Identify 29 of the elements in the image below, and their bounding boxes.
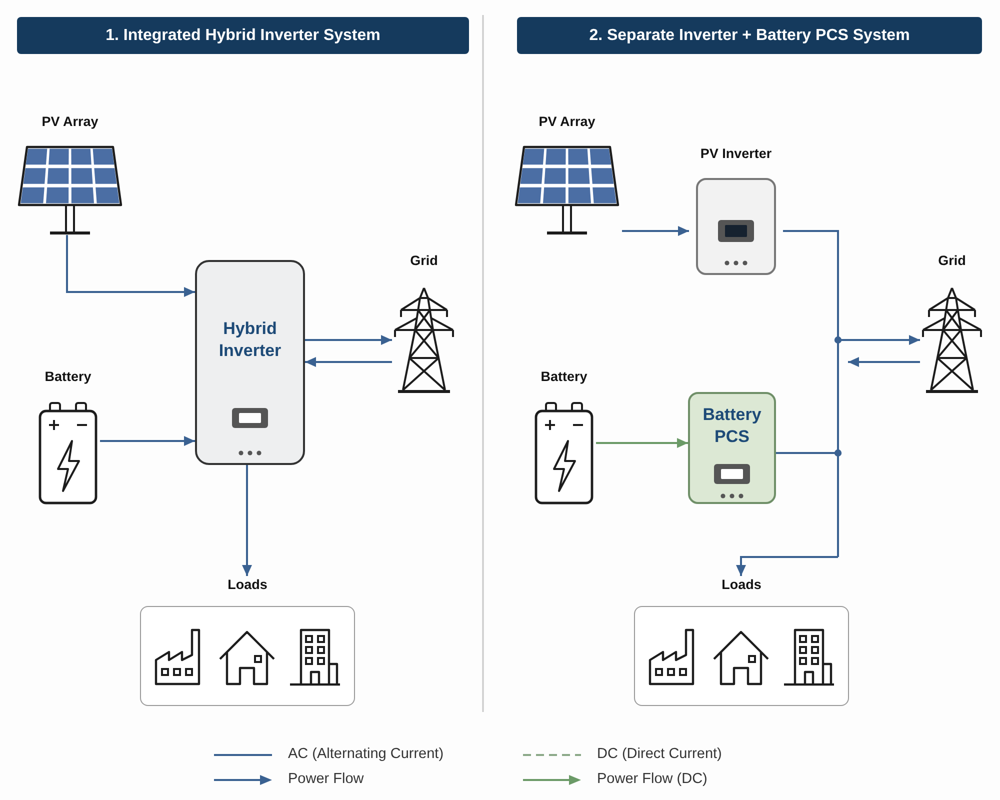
component-label: Battery PCS — [702, 404, 762, 448]
arrow — [622, 226, 689, 236]
component-label: PV Inverter — [700, 145, 772, 163]
legend-label: Power Flow — [288, 770, 364, 788]
legend-label: Power Flow (DC) — [597, 770, 708, 788]
arrow — [848, 357, 920, 367]
arrow — [66, 235, 195, 297]
legend-label: AC (Alternating Current) — [288, 745, 444, 763]
component-label: Hybrid Inverter — [218, 318, 282, 362]
component-label: Battery — [540, 368, 588, 386]
component-label: PV Array — [42, 113, 98, 131]
component-label: Grid — [410, 252, 438, 270]
component-label: Battery — [44, 368, 92, 386]
legend-label: DC (Direct Current) — [597, 745, 722, 763]
arrow — [100, 436, 195, 446]
connector-line — [837, 453, 839, 557]
component-label: Grid — [938, 252, 966, 270]
arrow — [242, 465, 252, 576]
arrow — [305, 357, 392, 367]
component-label: Loads — [722, 576, 762, 594]
arrow — [736, 556, 838, 576]
component-label: Loads — [228, 576, 268, 594]
section-header: 1. Integrated Hybrid Inverter System — [17, 17, 469, 54]
pcs-box — [688, 392, 776, 504]
arrow — [596, 438, 688, 448]
component-label: PV Array — [538, 113, 596, 131]
arrow — [305, 335, 392, 345]
section-header: 2. Separate Inverter + Battery PCS System — [517, 17, 982, 54]
inverter-box — [195, 260, 305, 465]
